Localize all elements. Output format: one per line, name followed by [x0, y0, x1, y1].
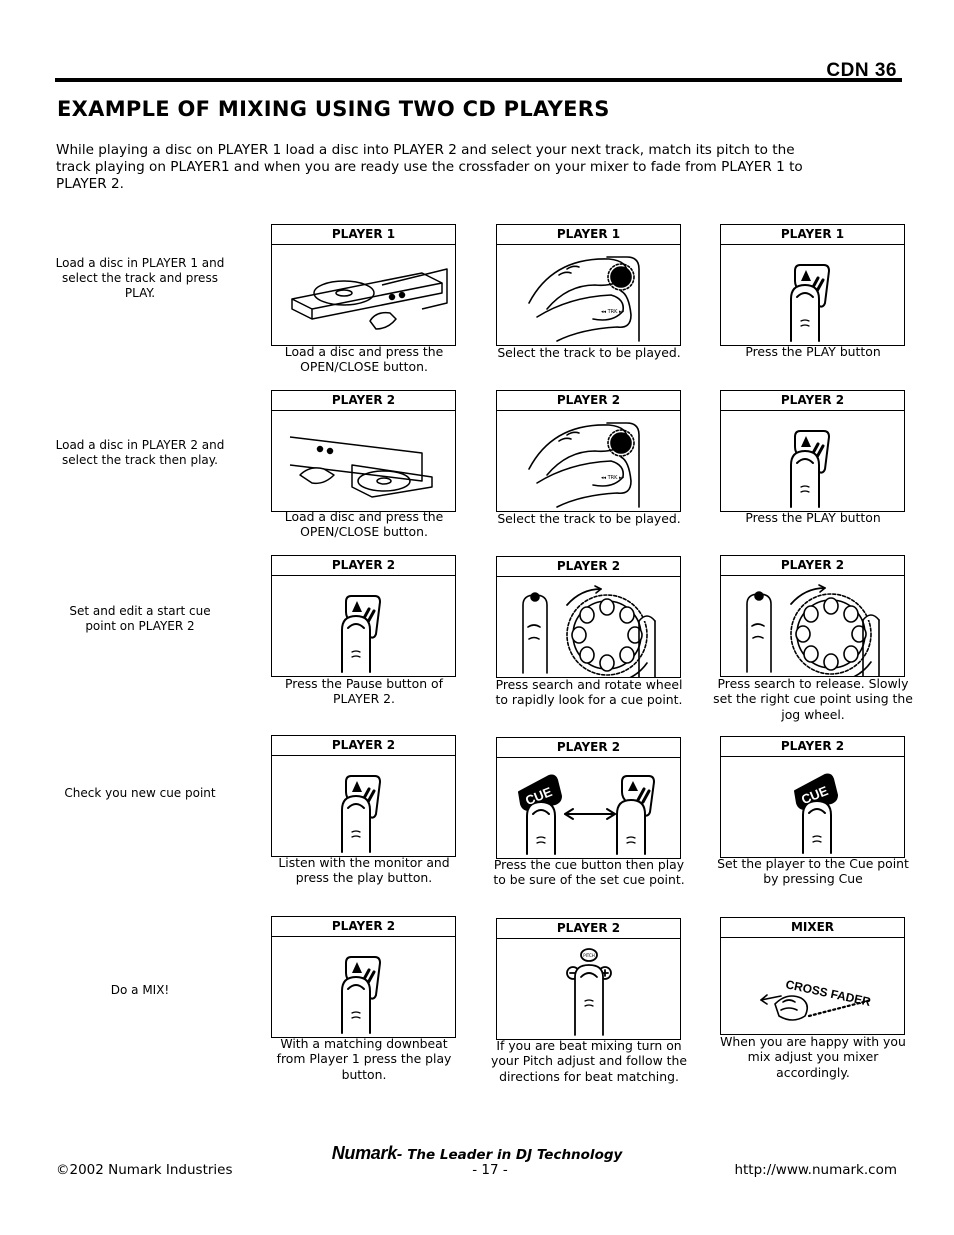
panel-header: PLAYER 2 — [721, 556, 904, 576]
panel-header: PLAYER 2 — [497, 391, 680, 411]
caption-r2-select: Select the track to be played. — [497, 511, 681, 526]
jog-wheel-illustration — [522, 585, 656, 677]
play-button-illustration — [340, 774, 382, 854]
model-name: CDN 36 — [826, 60, 897, 81]
cd-tray-illustration — [291, 268, 448, 330]
caption-r2-play: Press the PLAY button — [745, 510, 881, 525]
track-select-illustration: ◂◂ TRK ▸▸ — [528, 256, 640, 342]
intro-paragraph: While playing a disc on PLAYER 1 load a … — [56, 142, 803, 192]
caption-r5-mixer: When you are happy with you mix adjust y… — [720, 1034, 906, 1080]
caption-r5-downbeat: With a matching downbeat from Player 1 p… — [276, 1036, 452, 1082]
crossfader-illustration: CROSS FADER — [760, 977, 872, 1021]
panel-header: MIXER — [721, 918, 904, 938]
caption-r1-load: Load a disc and press the OPEN/CLOSE but… — [284, 344, 444, 375]
track-label: ◂◂ TRK ▸▸ — [601, 309, 625, 315]
panel-header: PLAYER 2 — [272, 736, 455, 756]
panel-header: PLAYER 2 — [721, 391, 904, 411]
caption-r3-pause: Press the Pause button of PLAYER 2. — [285, 676, 443, 707]
row-label-2: Load a disc in PLAYER 2 and select the t… — [55, 438, 225, 467]
header-rule — [55, 78, 902, 82]
cue-button-illustration: CUE — [794, 773, 838, 854]
page-number: - 17 - — [472, 1162, 508, 1178]
play-button-illustration — [340, 955, 382, 1035]
panel-r1-load: PLAYER 1 — [271, 224, 456, 346]
row-label-3: Set and edit a start cue point on PLAYER… — [69, 604, 211, 633]
panel-r4-cue-play: PLAYER 2 CUE — [496, 737, 681, 859]
panel-header: PLAYER 2 — [497, 738, 680, 758]
play-button-illustration — [789, 263, 831, 343]
panel-header: PLAYER 1 — [272, 225, 455, 245]
panel-r4-cue: PLAYER 2 CUE — [720, 736, 905, 858]
caption-r4-cue: Set the player to the Cue point by press… — [717, 856, 909, 887]
jog-wheel-illustration — [746, 584, 880, 676]
footer-copyright: ©2002 Numark Industries — [56, 1162, 233, 1178]
panel-r1-select: PLAYER 1 ◂◂ TRK ▸▸ — [496, 224, 681, 346]
row-label-1: Load a disc in PLAYER 1 and select the t… — [55, 256, 225, 300]
caption-r3-search: Press search and rotate wheel to rapidly… — [495, 677, 683, 708]
panel-header: PLAYER 2 — [272, 391, 455, 411]
panel-r2-select: PLAYER 2 ◂◂ TRK ▸▸ — [496, 390, 681, 512]
cue-play-illustration: CUE — [518, 774, 655, 855]
play-button-illustration — [789, 429, 831, 509]
panel-header: PLAYER 2 — [272, 917, 455, 937]
cd-tray-illustration — [289, 436, 433, 498]
panel-header: PLAYER 2 — [497, 557, 680, 577]
footer-url[interactable]: http://www.numark.com — [734, 1162, 897, 1178]
row-label-4: Check you new cue point — [64, 786, 216, 800]
panel-header: PLAYER 2 — [721, 737, 904, 757]
caption-r3-release: Press search to release. Slowly set the … — [713, 676, 913, 722]
caption-r5-pitch: If you are beat mixing turn on your Pitc… — [491, 1038, 687, 1084]
panel-r5-pitch: PLAYER 2 PITCH — [496, 918, 681, 1040]
panel-r2-play: PLAYER 2 — [720, 390, 905, 512]
panel-r5-mixer: MIXER CROSS FADER — [720, 917, 905, 1035]
panel-header: PLAYER 1 — [497, 225, 680, 245]
caption-r4-cue-play: Press the cue button then play to be sur… — [493, 857, 685, 888]
panel-r3-release: PLAYER 2 — [720, 555, 905, 677]
panel-r5-downbeat: PLAYER 2 — [271, 916, 456, 1038]
pause-button-illustration — [340, 594, 382, 674]
panel-r3-search: PLAYER 2 — [496, 556, 681, 678]
page-title: EXAMPLE OF MIXING USING TWO CD PLAYERS — [57, 97, 610, 121]
caption-r4-monitor: Listen with the monitor and press the pl… — [278, 855, 450, 886]
pitch-label: PITCH — [583, 953, 595, 958]
panel-r2-load: PLAYER 2 — [271, 390, 456, 512]
panel-r3-pause: PLAYER 2 — [271, 555, 456, 677]
panel-header: PLAYER 2 — [272, 556, 455, 576]
panel-r4-monitor: PLAYER 2 — [271, 735, 456, 857]
caption-r2-load: Load a disc and press the OPEN/CLOSE but… — [284, 509, 444, 540]
panel-header: PLAYER 2 — [497, 919, 680, 939]
track-label: ◂◂ TRK ▸▸ — [601, 475, 625, 481]
track-select-illustration: ◂◂ TRK ▸▸ — [528, 422, 640, 508]
pitch-button-illustration: PITCH — [566, 948, 612, 1036]
row-label-5: Do a MIX! — [110, 983, 170, 997]
footer-tagline: - The Leader in DJ Technology — [396, 1147, 623, 1163]
caption-r1-select: Select the track to be played. — [497, 345, 681, 360]
panel-r1-play: PLAYER 1 — [720, 224, 905, 346]
numark-logo: Numark — [331, 1143, 398, 1163]
caption-r1-play: Press the PLAY button — [745, 344, 881, 359]
footer-brand: Numark- The Leader in DJ Technology — [0, 1143, 954, 1164]
panel-header: PLAYER 1 — [721, 225, 904, 245]
